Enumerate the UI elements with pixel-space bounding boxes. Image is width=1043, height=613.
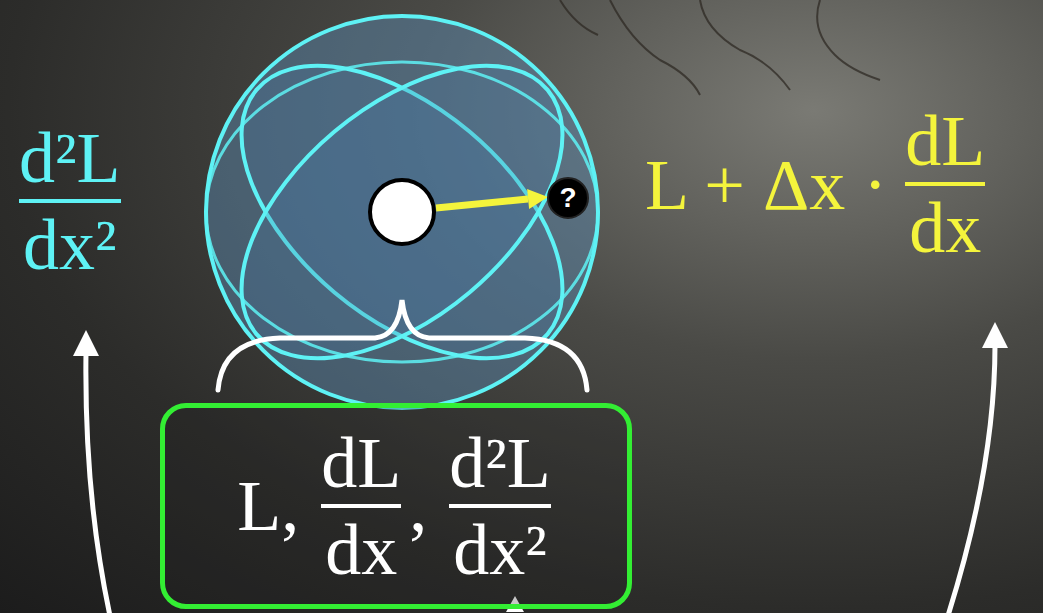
pointer-arrows xyxy=(73,322,1008,613)
fraction-bar xyxy=(449,504,551,508)
math-text: dx² xyxy=(23,209,117,281)
math-term: L + Δx · xyxy=(645,149,887,221)
current-point xyxy=(370,180,434,244)
fraction: d²L dx² xyxy=(15,122,125,281)
math-text: dx² xyxy=(453,514,547,586)
sphere xyxy=(189,9,615,414)
tree-branch xyxy=(817,0,880,80)
sphere-ellipse xyxy=(189,9,615,414)
math-text: dL xyxy=(321,427,401,499)
pointer-arrow-head xyxy=(982,322,1008,348)
math-text: L + Δx · xyxy=(645,149,887,221)
math-text: dL xyxy=(905,105,985,177)
node-content: L, dL dx, d²L dx² xyxy=(237,427,555,586)
tree-branches xyxy=(560,0,880,95)
fraction: dL dx xyxy=(317,427,405,586)
math-text: ? xyxy=(559,184,576,212)
fraction: dL dx xyxy=(901,105,989,264)
math-term: ? xyxy=(559,184,576,212)
node-content: ? xyxy=(559,184,576,212)
sphere-ellipse xyxy=(189,9,615,414)
fraction-bar xyxy=(19,199,121,203)
math-term: L, xyxy=(237,470,299,542)
fraction-bar xyxy=(321,504,401,508)
math-expression: L + Δx ·dL dx xyxy=(645,105,989,264)
curly-brace xyxy=(218,300,587,390)
pointer-arrow-shaft xyxy=(86,352,112,613)
math-text: d²L xyxy=(449,427,551,499)
step-arrow xyxy=(436,189,548,209)
tree-branch xyxy=(610,0,700,95)
query-point: ? xyxy=(547,177,589,219)
math-text: L, xyxy=(237,470,299,542)
tree-branch xyxy=(560,0,598,35)
fraction-bar xyxy=(905,182,985,186)
step-arrow-head xyxy=(527,189,548,209)
math-text: dx xyxy=(325,514,397,586)
math-text: , xyxy=(409,470,427,542)
tree-branch xyxy=(700,0,790,90)
derivative-box: L, dL dx, d²L dx² xyxy=(160,403,632,609)
pointer-arrow-head xyxy=(73,330,99,356)
pointer-arrow-shaft xyxy=(945,345,995,613)
step-arrow-shaft xyxy=(436,199,528,208)
math-text: dx xyxy=(909,192,981,264)
math-expression: d²L dx² xyxy=(15,122,125,281)
math-text: d²L xyxy=(19,122,121,194)
fraction: d²L dx² xyxy=(445,427,555,586)
math-term: , xyxy=(409,470,427,542)
sphere-ellipse xyxy=(206,62,598,362)
